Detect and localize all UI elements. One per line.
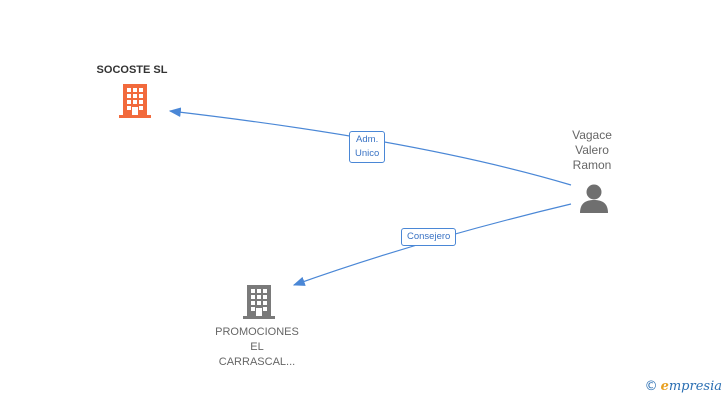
label-line: EL <box>250 341 264 353</box>
building-icon[interactable] <box>242 284 276 320</box>
edge-adm-unico <box>168 107 572 186</box>
label-line: Ramon <box>572 158 612 172</box>
label-line: Valero <box>575 143 609 157</box>
label-line: CARRASCAL... <box>218 356 296 368</box>
company-label-promociones[interactable]: PROMOCIONES EL CARRASCAL... <box>207 325 307 370</box>
label-line: Consejero <box>407 231 451 242</box>
copyright-symbol: © <box>644 379 658 394</box>
edge-label-consejero: Consejero <box>401 228 457 246</box>
brand-name: mpresia <box>668 379 722 394</box>
person-label[interactable]: Vagace Valero Ramon <box>552 128 632 173</box>
label-line: Vagace <box>572 128 612 142</box>
building-icon[interactable] <box>118 83 152 119</box>
edge-label-adm-unico: Adm. Unico <box>349 131 386 163</box>
person-icon[interactable] <box>578 183 610 214</box>
company-label-socoste[interactable]: SOCOSTE SL <box>96 64 168 76</box>
label-line: PROMOCIONES <box>215 326 299 338</box>
label-line: Unico <box>355 148 380 159</box>
brand-initial: e <box>660 379 669 394</box>
brand-watermark: ©empresia <box>645 379 722 394</box>
label-line: Adm. <box>356 134 379 145</box>
